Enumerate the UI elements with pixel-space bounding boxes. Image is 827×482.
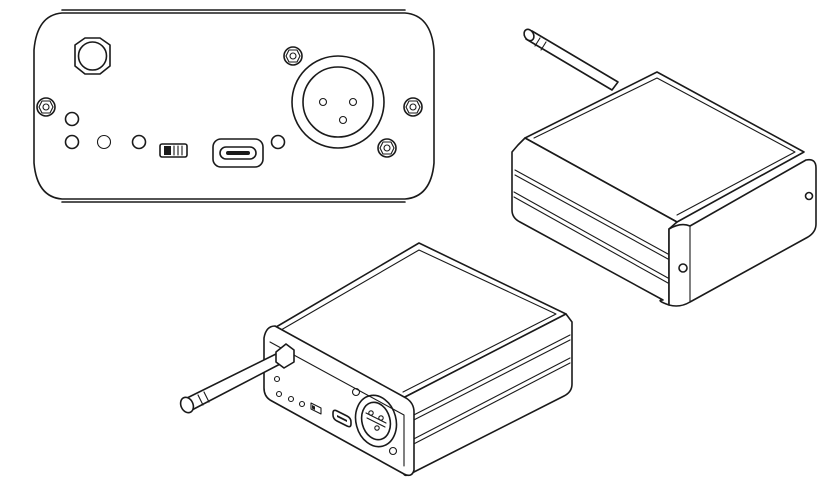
indicator-led-icon xyxy=(64,111,80,127)
indicator-led-icon xyxy=(298,400,306,408)
end-cap-screw-icon xyxy=(678,263,688,273)
indicator-led-icon xyxy=(96,134,112,150)
enclosure-end-cap xyxy=(668,158,817,307)
mounting-screw-icon xyxy=(36,97,56,117)
usb-c-port-icon xyxy=(332,409,352,428)
mounting-screw-icon xyxy=(388,446,398,456)
indicator-led-icon xyxy=(273,375,281,383)
slide-switch-icon xyxy=(159,143,188,158)
indicator-led-icon xyxy=(275,390,283,398)
front-panel-outline xyxy=(33,12,435,200)
mounting-screw-icon xyxy=(283,46,303,66)
mounting-screw-icon xyxy=(377,138,397,158)
slide-switch-icon xyxy=(310,402,322,415)
antenna-icon xyxy=(179,343,295,414)
antenna-connector-icon xyxy=(275,343,295,369)
indicator-led-icon xyxy=(131,134,147,150)
usb-c-port-icon xyxy=(212,138,264,168)
front-panel-face xyxy=(263,325,415,477)
indicator-led-icon xyxy=(270,134,286,150)
rear-isometric-view xyxy=(511,28,817,307)
xlr-connector-icon xyxy=(354,394,398,448)
xlr-connector-icon xyxy=(291,55,385,149)
front-isometric-view xyxy=(179,242,573,477)
antenna-connector-icon xyxy=(74,37,111,75)
mounting-screw-icon xyxy=(403,97,423,117)
front-panel-view xyxy=(33,9,435,203)
antenna-icon xyxy=(523,28,619,91)
end-cap-screw-icon xyxy=(804,191,814,201)
indicator-led-icon xyxy=(287,395,295,403)
mounting-screw-icon xyxy=(351,387,361,397)
indicator-led-icon xyxy=(64,134,80,150)
